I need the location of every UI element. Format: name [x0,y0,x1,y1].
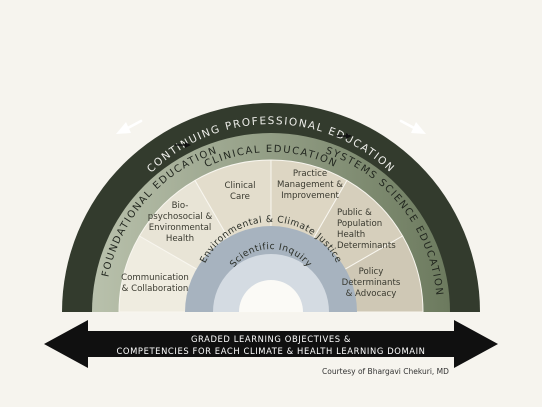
banner-double-arrow [44,320,498,368]
domain-labels: Communication& Collaboration Bio-psychoso… [121,169,401,299]
domain-label-line: Bio- [172,201,189,211]
domain-label-line: Communication [121,273,189,283]
domain-label-line: Health [166,234,194,244]
domain-label-line: Public & [337,208,372,218]
domain-label-line: Environmental [149,223,212,233]
domain-label-line: psychosocial & [148,212,213,222]
domain-label-line: & Advocacy [346,289,397,299]
domain-label-line: Policy [359,267,384,277]
arrow-foundational-to-clinical-icon [175,142,191,148]
domain-label-line: Clinical [225,181,256,191]
domain-label-line: Health [337,230,365,240]
banner-line-2: COMPETENCIES FOR EACH CLIMATE & HEALTH L… [116,346,425,356]
domain-label-line: Population [337,219,382,229]
domain-label-communication: Communication& Collaboration [121,273,189,294]
domain-label-line: & Collaboration [122,284,189,294]
arrow-clinical-to-systems-icon [336,133,352,139]
domain-label-line: Determinants [342,278,401,288]
right-arrow-icon [399,119,426,134]
domain-label-line: Management & [277,180,343,190]
domain-label-line: Practice [293,169,327,179]
domain-label-line: Improvement [281,191,339,201]
center-hole [239,280,303,312]
left-arrow-icon [116,119,143,134]
banner-line-1: GRADED LEARNING OBJECTIVES & [191,334,351,344]
domain-label-line: Care [230,192,250,202]
domain-label-line: Determinants [337,241,396,251]
credit: Courtesy of Bhargavi Chekuri, MD [322,367,449,376]
